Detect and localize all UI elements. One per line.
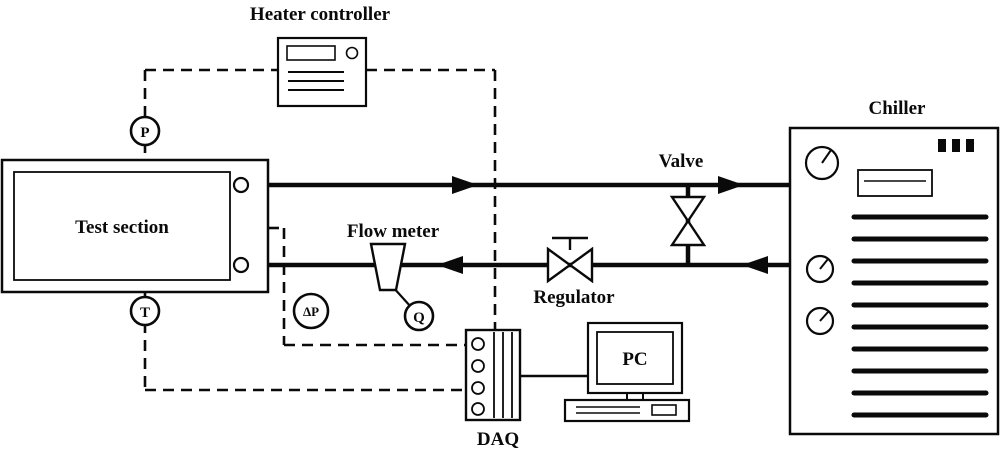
flow-rate-sensor-label: Q [413,310,425,326]
return-arrow-icon [742,256,768,274]
daq-label: DAQ [477,429,519,450]
test-section-outer-box [0,158,270,294]
heater-controller: Heater controller [250,4,391,108]
chiller-vents [851,214,989,418]
chiller-gauge-icon [805,254,835,284]
regulator-symbol-icon [546,246,573,284]
pc-base-drive-icon [651,404,677,416]
differential-pressure-sensor-icon [292,292,330,330]
pc-screen [596,331,674,385]
daq: DAQ [464,328,522,450]
chiller-gauge-needle-icon [819,258,829,270]
pc: PC [563,321,691,423]
temperature-sensor-icon [129,295,161,327]
chiller-button-icon [938,139,946,152]
signal-lines [143,68,497,392]
test-section-inner-box [13,171,231,281]
chiller-label: Chiller [869,98,927,119]
valve-label: Valve [659,151,704,172]
differential-pressure-sensor-label: ΔP [303,304,319,319]
pc-monitor [586,321,684,395]
test-section-inlet-port-icon [232,256,250,274]
chiller-gauge-needle-icon [819,311,829,322]
heater-controller-text-lines-icon [288,71,344,91]
chiller: Chiller [788,98,1000,436]
supply-arrow-icon [452,176,478,194]
chiller-display-icon [857,169,933,197]
regulator-symbol-icon [567,246,594,284]
supply-arrow-icon [718,176,744,194]
return-arrow-icon [437,256,463,274]
daq-channel-icon [471,359,485,373]
heater-controller-label: Heater controller [250,4,391,25]
valve-symbol-icon [669,195,707,224]
daq-box [464,328,522,422]
flow-meter: Flow meter [347,221,440,308]
test-section: Test section [0,158,270,294]
chiller-gauge-needle-icon [821,149,832,164]
valve-symbol-icon [669,218,707,247]
pc-base [563,398,691,423]
heater-controller-display-icon [286,45,336,61]
chiller-gauge-icon [805,306,835,336]
flow-meter-label: Flow meter [347,221,440,242]
valve: Valve [659,151,707,247]
chiller-gauge-icon [804,145,840,181]
heater-controller-knob-icon [345,46,359,60]
flow-arrows [437,176,768,274]
flow-rate-sensor-icon [403,300,435,332]
test-section-outlet-port-icon [232,176,250,194]
temperature-sensor-label: T [140,305,150,321]
sensors: P T ΔP Q [129,115,435,332]
daq-channel-icon [471,337,485,351]
chiller-button-icon [966,139,974,152]
regulator: Regulator [533,236,615,308]
regulator-label: Regulator [533,287,615,308]
daq-channel-icon [471,381,485,395]
chiller-button-icon [952,139,960,152]
test-section-label: Test section [75,217,169,238]
pressure-sensor-label: P [140,125,149,141]
flow-meter-symbol-icon [369,242,407,292]
daq-channel-icon [471,402,485,416]
pressure-sensor-icon [129,115,161,147]
pc-label: PC [622,349,647,370]
